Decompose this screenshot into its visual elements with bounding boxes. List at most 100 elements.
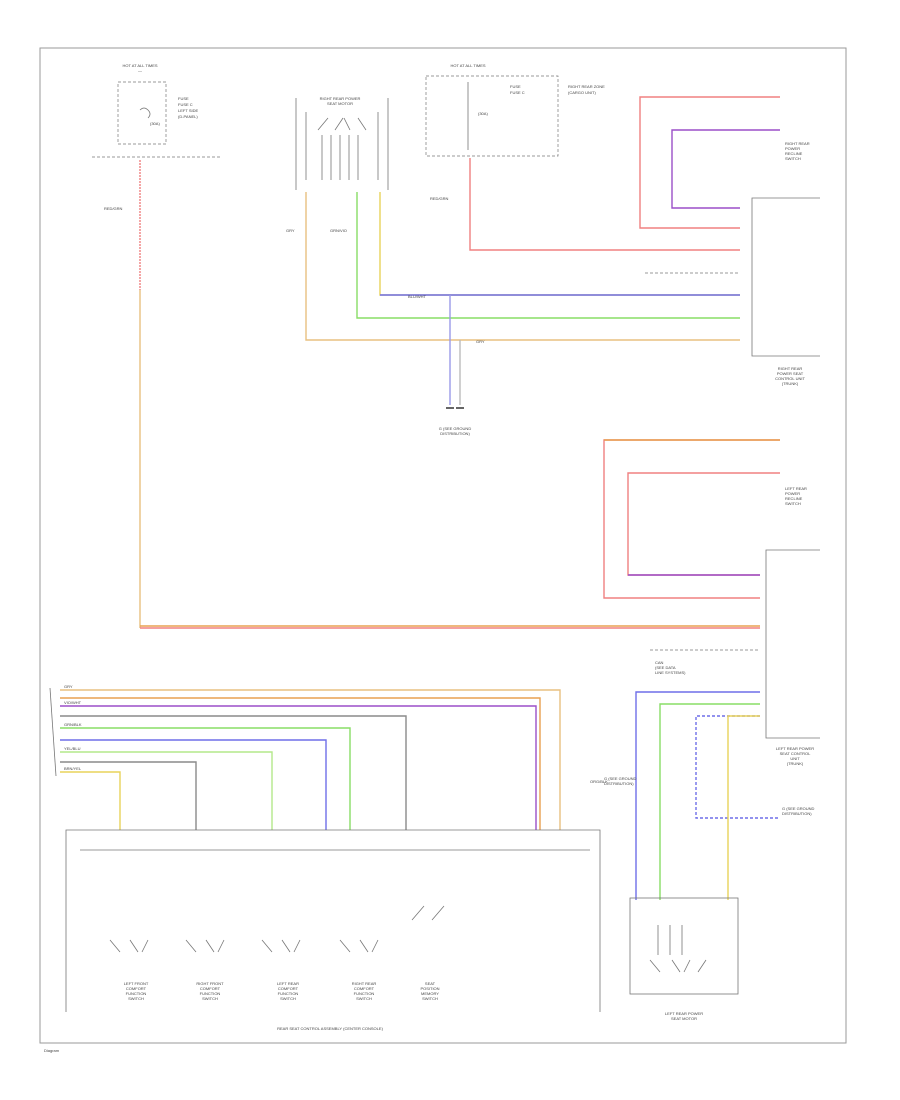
- left-mid-switch-l4: SWITCH: [785, 501, 801, 506]
- bus-blue: [60, 739, 327, 830]
- svg-text:SWITCH: SWITCH: [280, 996, 296, 1001]
- svg-text:SWITCH: SWITCH: [128, 996, 144, 1001]
- right-top-module-l1: RIGHT REAR: [778, 366, 803, 371]
- svg-text:FUNCTION: FUNCTION: [200, 991, 221, 996]
- right-top-module-l2: POWER SEAT: [777, 371, 804, 376]
- wire-label-gry2: GRY: [476, 339, 485, 344]
- bus-label-5: BRN/YEL: [64, 766, 82, 771]
- fuse-left-top2: —: [138, 68, 142, 73]
- motor-top-label2: SEAT MOTOR: [327, 101, 353, 106]
- bottom-switch-2: LEFT REAR COMFORT FUNCTION SWITCH: [261, 939, 301, 1001]
- outer-frame: [39, 47, 847, 1044]
- bottom-switch-3: RIGHT REAR COMFORT FUNCTION SWITCH: [339, 939, 379, 1001]
- ground-right-l1: G (SEE GROUND: [782, 806, 815, 811]
- fuse-left-desc: LEFT SIDE: [178, 108, 198, 113]
- motor-top-label: RIGHT REAR POWER: [320, 96, 361, 101]
- bus-yellow: [60, 771, 121, 830]
- ground-mid: G (SEE GROUND DISTRIBUTION): [604, 776, 637, 786]
- bus-label-2: VIO/WHT: [64, 700, 82, 705]
- wire-label-red-grn: RED/GRN: [430, 196, 449, 201]
- can-label: CAN (SEE DATA LINE SYSTEMS): [655, 660, 686, 675]
- right-top-switch-l4: SWITCH: [785, 156, 801, 161]
- left-module: LEFT REAR POWER SEAT CONTROL UNIT (TRUNK…: [765, 549, 820, 766]
- ground-mid-l1: G (SEE GROUND: [604, 776, 637, 781]
- fuse-left-amp: (30A): [150, 121, 160, 126]
- wire-label-blu-wht: BLU/WHT: [408, 294, 427, 299]
- fuse-right-top: HOT AT ALL TIMES: [450, 63, 485, 68]
- right-top-switch-l1: RIGHT REAR: [785, 141, 810, 146]
- bus-label-4: YEL/BLU: [64, 746, 81, 751]
- left-mid-switch: LEFT REAR POWER RECLINE SWITCH: [785, 486, 807, 506]
- left-module-l2: SEAT CONTROL: [780, 751, 812, 756]
- svg-text:SWITCH: SWITCH: [422, 996, 438, 1001]
- bottom-bus: GRY VIO/WHT GRN/BLK YEL/BLU BRN/YEL ORG/…: [49, 684, 608, 830]
- bottom-switch-4: SEAT POSITION MEMORY SWITCH: [411, 905, 445, 1001]
- svg-text:RIGHT FRONT: RIGHT FRONT: [196, 981, 224, 986]
- fuse-left: HOT AT ALL TIMES — FUSE FUSE C LEFT SIDE…: [92, 63, 220, 158]
- wire-gry-top: [305, 192, 740, 341]
- svg-text:RIGHT REAR: RIGHT REAR: [352, 981, 377, 986]
- bus-orange: [60, 689, 561, 830]
- fuse-right-fuse: FUSE: [510, 84, 521, 89]
- fuse-right-fuse2: FUSE C: [510, 90, 525, 95]
- svg-text:COMFORT: COMFORT: [354, 986, 375, 991]
- ground-right: G (SEE GROUND DISTRIBUTION): [782, 806, 815, 816]
- left-mid-switch-l3: RECLINE: [785, 496, 803, 501]
- left-mid-switch-l2: POWER: [785, 491, 800, 496]
- svg-text:COMFORT: COMFORT: [126, 986, 147, 991]
- fuse-right-desc2: (CARGO UNIT): [568, 90, 596, 95]
- can-l1: CAN: [655, 660, 664, 665]
- motor-top: RIGHT REAR POWER SEAT MOTOR: [295, 96, 389, 190]
- right-top-module-l3: CONTROL UNIT: [775, 376, 805, 381]
- left-module-l3: UNIT: [790, 756, 800, 761]
- fuse-left-fuse2: FUSE C: [178, 102, 193, 107]
- wire-label-gry: GRY: [286, 228, 295, 233]
- fuse-left-fuse: FUSE: [178, 96, 189, 101]
- bottom-panel-label: REAR SEAT CONTROL ASSEMBLY (CENTER CONSO…: [277, 1026, 383, 1031]
- wire-blue-ground: [695, 715, 780, 819]
- svg-text:SWITCH: SWITCH: [202, 996, 218, 1001]
- svg-text:LEFT FRONT: LEFT FRONT: [124, 981, 149, 986]
- wire-label-grn-vio: GRN/VIO: [330, 228, 347, 233]
- left-module-l4: (TRUNK): [787, 761, 804, 766]
- svg-text:COMFORT: COMFORT: [200, 986, 221, 991]
- right-top-switch-l2: POWER: [785, 146, 800, 151]
- wire-red-loop-mid2: [627, 472, 780, 576]
- wire-label-red-left: RED/GRN: [104, 206, 123, 211]
- bus-gray: [60, 715, 407, 830]
- svg-text:COMFORT: COMFORT: [278, 986, 299, 991]
- lr-motor-l1: LEFT REAR POWER: [665, 1011, 703, 1016]
- can-l2: (SEE DATA: [655, 665, 676, 670]
- wire-purple-loop-top: [671, 129, 780, 209]
- lr-motor: LEFT REAR POWER SEAT MOTOR: [629, 897, 739, 1021]
- left-module-l1: LEFT REAR POWER: [776, 746, 814, 751]
- bus-lightgreen: [60, 751, 273, 830]
- bus-label-org: ORG/BLK: [590, 779, 608, 784]
- svg-text:SWITCH: SWITCH: [356, 996, 372, 1001]
- bus-label-3: GRN/BLK: [64, 722, 82, 727]
- bottom-panel: REAR SEAT CONTROL ASSEMBLY (CENTER CONSO…: [65, 829, 601, 1031]
- right-top-module: RIGHT REAR POWER SEAT CONTROL UNIT (TRUN…: [751, 197, 820, 386]
- right-top-module-l4: (TRUNK): [782, 381, 799, 386]
- bus-purple: [60, 705, 537, 830]
- footer-mark: Diagram: [44, 1048, 60, 1053]
- can-l3: LINE SYSTEMS): [655, 670, 686, 675]
- wire-red-loop-top: [639, 96, 780, 229]
- wire-blue-lr: [635, 691, 760, 900]
- bus-label-1: GRY: [64, 684, 73, 689]
- svg-text:LEFT REAR: LEFT REAR: [277, 981, 299, 986]
- fuse-left-symbol: [139, 107, 151, 119]
- wire-yel-lr: [727, 715, 760, 900]
- ground-right-l2: DISTRIBUTION): [782, 811, 812, 816]
- wire-green-lr: [659, 703, 760, 900]
- bus-org2: [60, 697, 541, 830]
- right-top-switch-l3: RECLINE: [785, 151, 803, 156]
- fuse-left-desc2: (D-PANEL): [178, 114, 198, 119]
- fuse-right-amp: (30A): [478, 111, 488, 116]
- right-top-switch: RIGHT REAR POWER RECLINE SWITCH: [785, 141, 810, 161]
- ground-top-l1: G (SEE GROUND: [439, 426, 472, 431]
- bus-gray2: [60, 761, 197, 830]
- ground-mid-l2: DISTRIBUTION): [604, 781, 634, 786]
- svg-text:MEMORY: MEMORY: [421, 991, 439, 996]
